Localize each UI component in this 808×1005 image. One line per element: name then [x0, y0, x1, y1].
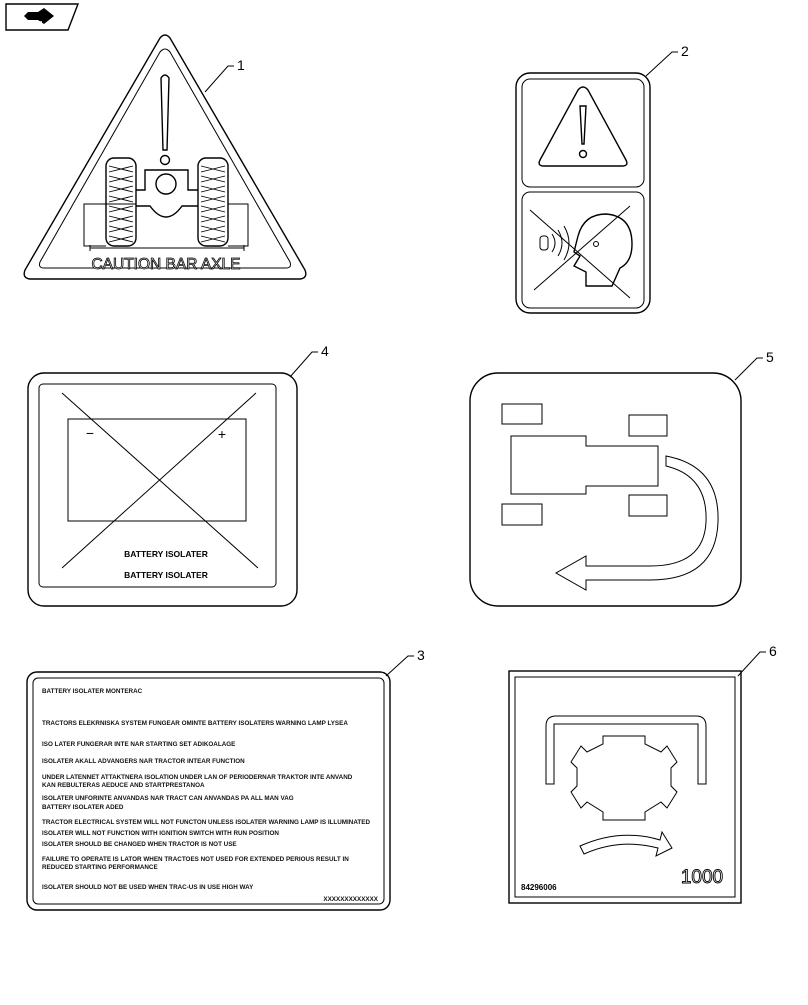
exclamation-warning-icon: [159, 74, 171, 166]
callout-5-number: 5: [766, 349, 774, 365]
battery-plus-sign: +: [218, 426, 226, 442]
decal-3-code: XXXXXXXXXXXXX: [323, 896, 378, 903]
decal-pto-1000: 84296006 1000: [508, 670, 742, 904]
part-number: 84296006: [521, 883, 557, 892]
decal-1-text: CAUTION BAR AXLE: [91, 256, 240, 273]
decal-turning-radius: [469, 372, 742, 607]
callout-4-number: 4: [321, 343, 329, 359]
callout-3-number: 3: [417, 647, 425, 663]
decal-battery-isolater: − + BATTERY ISOLATER BATTERY ISOLATER: [27, 372, 298, 607]
callout-1-number: 1: [237, 57, 245, 73]
decal-battery-instructions: BATTERY ISOLATER MONTERAC TRACTORS ELEKR…: [26, 671, 391, 911]
exclamation-warning-icon: [538, 86, 628, 167]
u-turn-arrow-icon: [554, 455, 719, 591]
battery-icon: − +: [61, 392, 259, 569]
callout-4: 4: [289, 343, 329, 378]
decal-3-line-8: BATTERY ISOLATER ADED: [42, 804, 124, 811]
callout-5: 5: [734, 349, 774, 381]
decal-caution-bar-axle: CAUTION BAR AXLE: [23, 34, 307, 280]
callout-2-number: 2: [681, 43, 689, 59]
battery-minus-sign: −: [86, 425, 94, 441]
decal-3-line-5: UNDER LATENNET ATTAKTNERA ISOLATION UNDE…: [42, 774, 353, 781]
decal-3-line-13: REDUCED STARTING PERFORMANCE: [42, 864, 158, 871]
decal-warning-noise: [515, 72, 651, 314]
decal-3-line-3: ISO LATER FUNGERAR INTE NAR STARTING SET…: [42, 741, 235, 748]
decal-4-line-2: BATTERY ISOLATER: [124, 570, 208, 580]
decal-3-line-2: TRACTORS ELEKRNISKA SYSTEM FUNGEAR OMINT…: [42, 720, 348, 727]
callout-1: 1: [204, 57, 245, 93]
bar-axle-icon: [83, 157, 249, 251]
decal-3-line-9: TRACTOR ELECTRICAL SYSTEM WILL NOT FUNCT…: [42, 819, 370, 826]
tractor-top-view-icon: [501, 403, 668, 526]
next-page-button[interactable]: [5, 3, 80, 31]
decal-3-line-14: ISOLATER SHOULD NOT BE USED WHEN TRAC-US…: [42, 884, 254, 891]
pto-rotation-icon: [545, 715, 707, 857]
pto-rpm-label: 1000: [681, 867, 723, 888]
callout-3: 3: [385, 647, 425, 677]
decal-3-line-4: ISOLATER AKALL ADVANGERS NAR TRACTOR INT…: [42, 758, 245, 765]
decal-3-line-1: BATTERY ISOLATER MONTERAC: [42, 688, 143, 695]
no-noise-icon: [529, 205, 633, 299]
callout-2: 2: [645, 43, 689, 77]
decal-3-line-11: ISOLATER SHOULD BE CHANGED WHEN TRACTOR …: [42, 841, 237, 848]
next-page-icon: [24, 8, 54, 24]
decal-3-line-6: KAN REBULTERAS AEDUCE AND STARTPRESTANOA: [42, 782, 205, 789]
decal-3-line-12: FAILURE TO OPERATE IS LATOR WHEN TRACTOE…: [42, 856, 349, 863]
callout-6-number: 6: [769, 643, 777, 659]
callout-6: 6: [737, 643, 777, 677]
decal-3-line-10: ISOLATER WILL NOT FUNCTION WITH IGNITION…: [42, 830, 279, 837]
decal-3-line-7: ISOLATER UNFORINTE ANVANDAS NAR TRACT CA…: [42, 795, 294, 802]
decal-4-line-1: BATTERY ISOLATER: [124, 549, 208, 559]
